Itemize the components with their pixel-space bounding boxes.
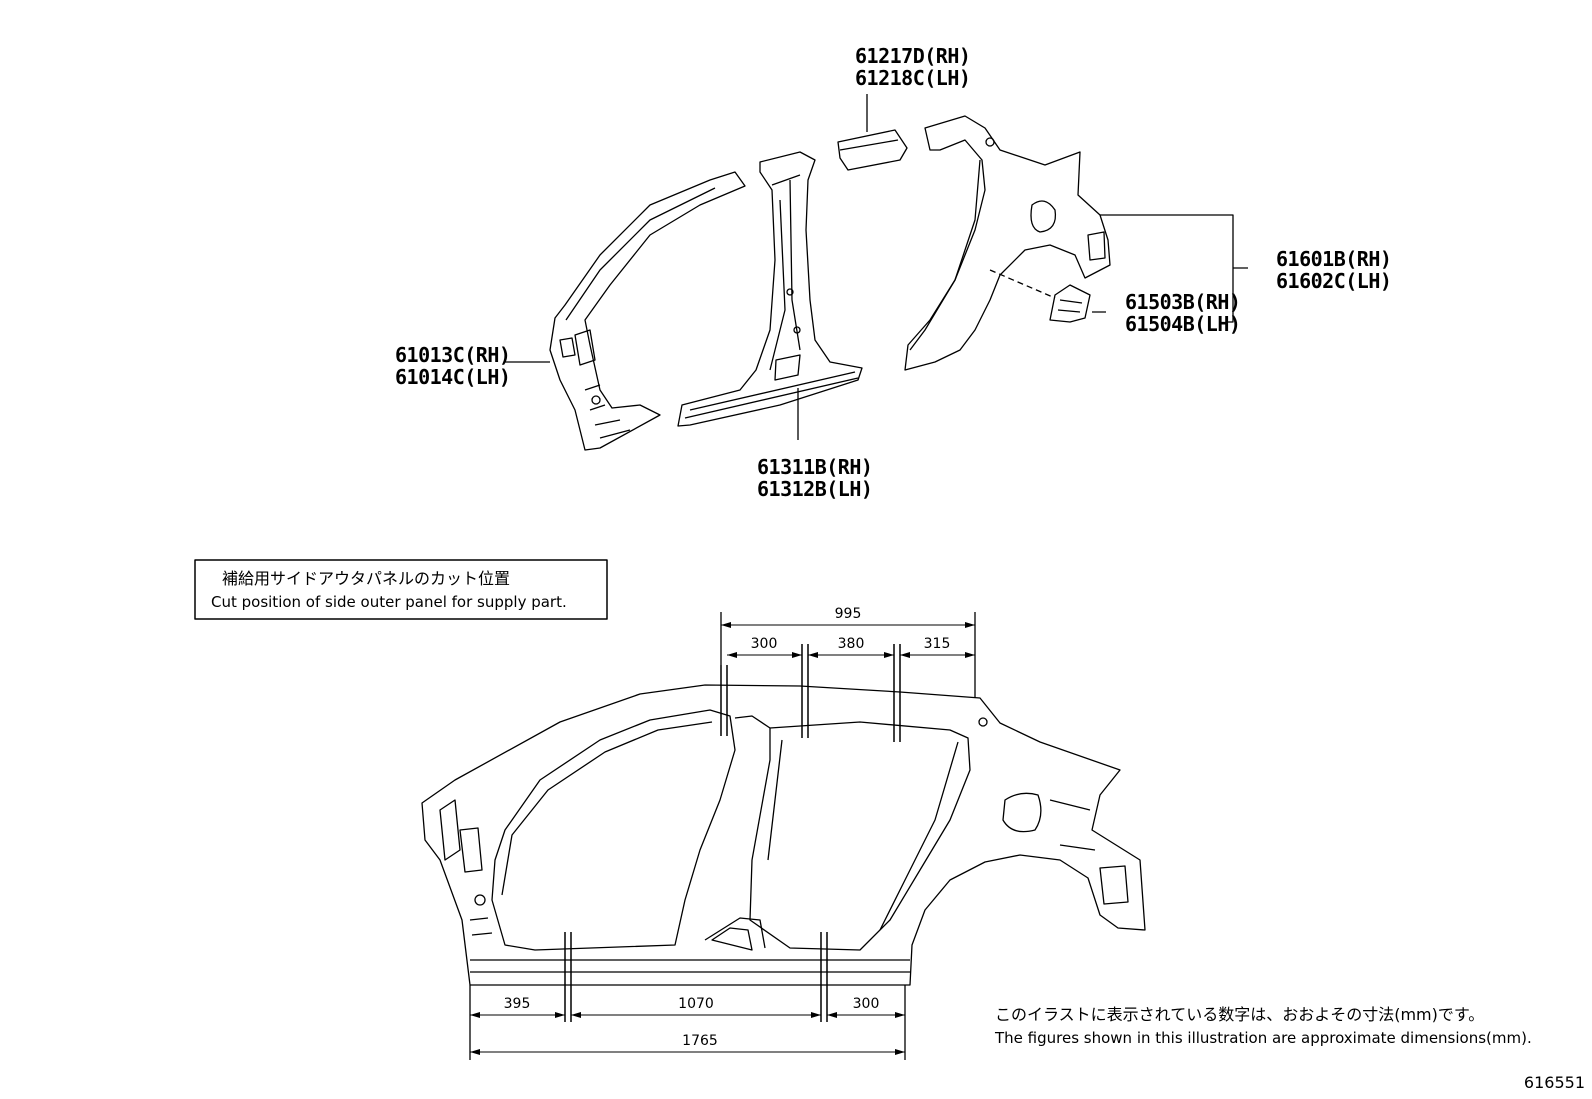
part-number-quarter-ext-lh: 61504B(LH) (1125, 312, 1240, 336)
quarter-panel-part (904, 115, 1111, 371)
part-number-roof-rh: 61217D(RH) (855, 44, 970, 68)
side-outer-panel-assembly (421, 684, 1146, 986)
cut-position-box (194, 559, 608, 620)
quarter-extension-part (1049, 284, 1091, 323)
part-number-front-pillar-lh: 61014C(LH) (395, 365, 510, 389)
note-jp: このイラストに表示されている数字は、おおよその寸法(mm)です。 (995, 1005, 1484, 1024)
top-dimension-lines (721, 624, 975, 656)
part-number-quarter-lh: 61602C(LH) (1276, 269, 1391, 293)
dim-top-total: 995 (835, 606, 862, 622)
part-number-rocker-rh: 61311B(RH) (757, 455, 872, 479)
part-number-front-pillar-rh: 61013C(RH) (395, 343, 510, 367)
dim-top-c: 315 (924, 636, 951, 652)
bottom-dimension-lines (470, 1014, 905, 1053)
center-pillar-rocker-part (677, 151, 863, 427)
roof-rail-part (837, 129, 908, 171)
cut-lines (564, 644, 901, 1022)
part-number-quarter-rh: 61601B(RH) (1276, 247, 1391, 271)
dim-bottom-total: 1765 (682, 1033, 718, 1049)
dim-top-a: 300 (751, 636, 778, 652)
cut-box-title-jp: 補給用サイドアウタパネルのカット位置 (222, 569, 510, 588)
part-number-roof-lh: 61218C(LH) (855, 66, 970, 90)
cut-box-title-en: Cut position of side outer panel for sup… (211, 593, 567, 611)
note-en: The figures shown in this illustration a… (994, 1029, 1532, 1047)
front-pillar-part (549, 171, 746, 451)
dim-bottom-a: 395 (504, 996, 531, 1012)
part-number-rocker-lh: 61312B(LH) (757, 477, 872, 501)
dim-bottom-b: 1070 (678, 996, 714, 1012)
reference-number: 616551 (1524, 1073, 1585, 1092)
dim-bottom-c: 300 (853, 996, 880, 1012)
part-number-quarter-ext-rh: 61503B(RH) (1125, 290, 1240, 314)
dim-top-b: 380 (838, 636, 865, 652)
